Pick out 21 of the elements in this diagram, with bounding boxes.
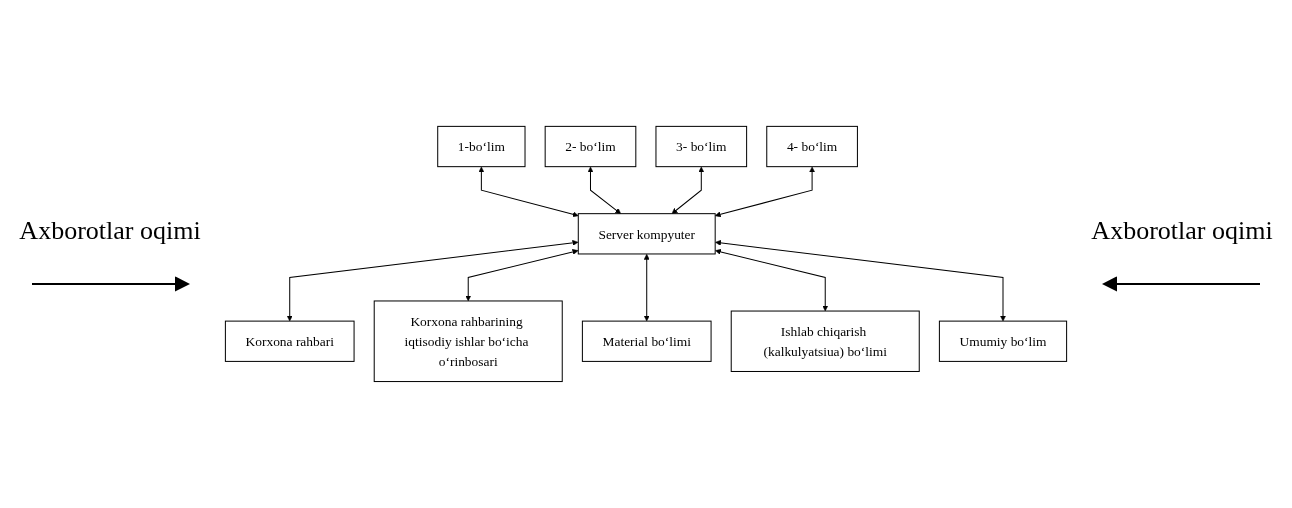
arrow	[714, 166, 816, 218]
node-box: Korxona rahbarining iqtisodiy ishlar bo‘icha o‘rinbosari	[373, 300, 563, 383]
node-box: Umumiy bo‘lim	[938, 320, 1068, 362]
arrow	[671, 166, 705, 214]
flow-label: Axborotlar oqimi	[1091, 216, 1273, 246]
flow-label: Axborotlar oqimi	[19, 216, 201, 246]
node-box: 1-bo‘lim	[437, 125, 526, 168]
arrow	[286, 239, 579, 322]
arrow	[715, 240, 1006, 322]
arrow	[715, 249, 829, 312]
node-box: 3- bo‘lim	[655, 125, 748, 168]
node-box: Ishlab chiqarish (kalkulyatsiua) bo‘limi	[730, 310, 920, 372]
node-box: 4- bo‘lim	[766, 125, 858, 168]
node-box: Material bo‘limi	[581, 320, 712, 362]
arrow	[465, 249, 579, 302]
arrow	[478, 166, 579, 218]
arrow	[643, 254, 650, 322]
node-box: Server kompyuter	[577, 213, 716, 255]
node-box: 2- bo‘lim	[544, 125, 637, 168]
node-box: Korxona rahbari	[224, 320, 355, 362]
arrow	[587, 166, 622, 214]
